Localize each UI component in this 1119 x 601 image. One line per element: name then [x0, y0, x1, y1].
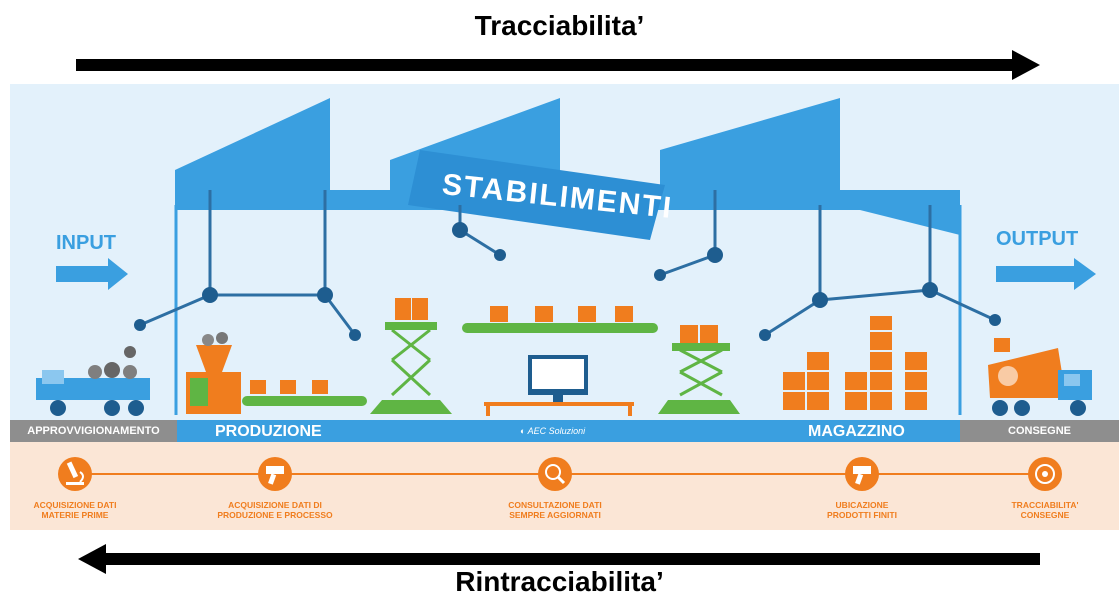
conveyor-belts: [242, 323, 658, 406]
logo-text: AEC Soluzioni: [527, 426, 586, 436]
input-label: INPUT: [56, 232, 116, 254]
step-label-line: PRODUZIONE E PROCESSO: [217, 510, 333, 520]
step-label-line: CONSULTAZIONE DATI: [508, 500, 602, 510]
production-machine-icon: [186, 332, 241, 414]
step-label-4: UBICAZIONE PRODOTTI FINITI: [787, 500, 937, 520]
supply-band: [10, 420, 177, 442]
output-label: OUTPUT: [996, 228, 1079, 250]
retraceability-title: Rintracciabilita’: [455, 566, 664, 597]
target-icon: [1028, 457, 1062, 491]
warehouse-boxes: [783, 316, 927, 410]
plant-band: [177, 420, 960, 442]
input-truck-icon: [36, 346, 150, 416]
logo-mark-icon: ◐: [520, 426, 528, 436]
output-truck-icon: [988, 338, 1092, 416]
traceability-title: Tracciabilita’: [474, 10, 645, 41]
factory-roof: [175, 98, 960, 240]
barcode-scanner-icon: [258, 457, 292, 491]
step-label-line: TRACCIABILITA': [1011, 500, 1079, 510]
lift-boxes: [395, 298, 718, 343]
step-label-line: ACQUISIZIONE DATI: [33, 500, 117, 510]
barcode-scanner-icon: [845, 457, 879, 491]
step-label-line: MATERIE PRIME: [41, 510, 109, 520]
delivery-band: [960, 420, 1119, 442]
robot-joints: [134, 222, 1001, 341]
microscope-icon: [58, 457, 92, 491]
step-label-line: ACQUISIZIONE DATI DI: [228, 500, 322, 510]
step-label-5: TRACCIABILITA' CONSEGNE: [970, 500, 1119, 520]
traceability-arrow: [76, 50, 1040, 80]
input-arrow-icon: [56, 258, 128, 290]
computer-workstation-icon: [484, 355, 634, 416]
step-label-1: ACQUISIZIONE DATI MATERIE PRIME: [0, 500, 150, 520]
step-label-line: SEMPRE AGGIORNATI: [509, 510, 601, 520]
conveyor-boxes: [250, 306, 633, 394]
barcode-search-icon: [538, 457, 572, 491]
step-label-3: CONSULTAZIONE DATI SEMPRE AGGIORNATI: [480, 500, 630, 520]
band-label-production: PRODUZIONE: [215, 423, 322, 440]
scissor-lifts: [390, 328, 723, 397]
step-label-line: PRODOTTI FINITI: [827, 510, 897, 520]
band-label-supply: APPROVVIGIONAMENTO: [27, 425, 160, 437]
robot-arms: [139, 190, 996, 337]
band-label-delivery: CONSEGNE: [1008, 425, 1071, 437]
step-label-2: ACQUISIZIONE DATI DI PRODUZIONE E PROCES…: [200, 500, 350, 520]
step-label-line: UBICAZIONE: [835, 500, 889, 510]
aec-logo: ◐ AEC Soluzioni: [520, 426, 585, 436]
retraceability-arrow: [78, 544, 1040, 574]
band-label-warehouse: MAGAZZINO: [808, 423, 905, 440]
step-icons: [58, 457, 1062, 491]
lift-platforms: [370, 322, 740, 414]
step-label-line: CONSEGNE: [1020, 510, 1070, 520]
output-arrow-icon: [996, 258, 1096, 290]
